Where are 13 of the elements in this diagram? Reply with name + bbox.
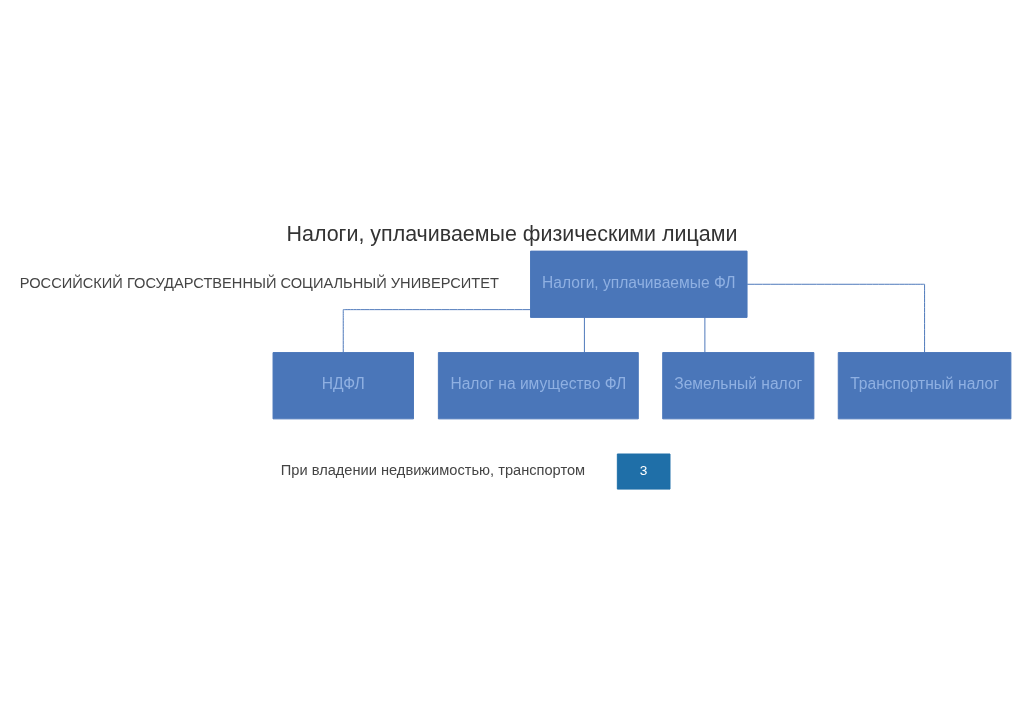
node-box: Транспортный налог	[837, 351, 1012, 419]
connector	[583, 316, 585, 353]
connector	[342, 308, 531, 353]
diagram-title: Налоги, уплачиваемые физическими лицами	[286, 221, 738, 246]
connector	[704, 316, 706, 353]
node-box: Налог на имущество ФЛ	[437, 351, 639, 419]
label: 3	[639, 462, 648, 478]
node-box: НДФЛ	[272, 351, 414, 419]
node-box: Земельный налог	[662, 351, 815, 419]
label: РОССИЙСКИЙ ГОСУДАРСТВЕННЫЙ СОЦИАЛЬНЫЙ УНИВЕРСИТЕТ	[19, 274, 499, 291]
label: При владении недвижимостью, транспортом	[280, 461, 586, 478]
node-box: Налоги, уплачиваемые ФЛ	[530, 250, 748, 318]
connector	[746, 283, 926, 353]
